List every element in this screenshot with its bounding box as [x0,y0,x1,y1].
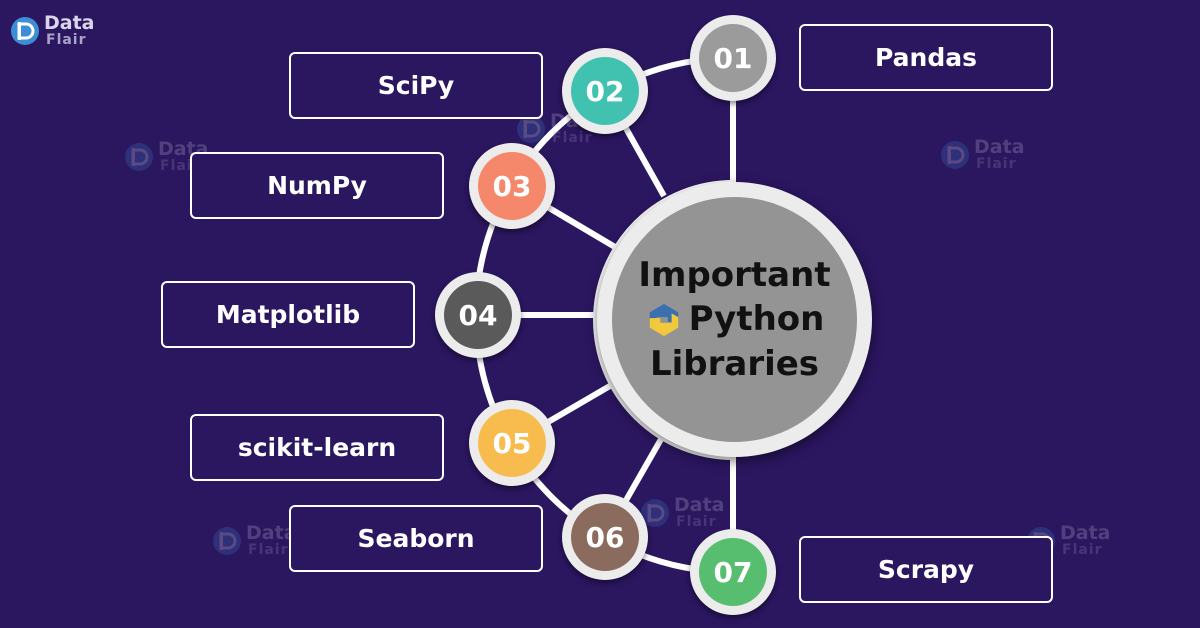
python-logo-icon [649,303,678,336]
title-line-2: Python [688,299,825,340]
watermark-line2: Flair [552,130,593,146]
watermark-line1: Data [1060,522,1111,544]
number-badge-02: 02 [562,48,648,134]
title-line-2-row: Python [645,297,825,341]
watermark-line1: Data [974,136,1025,158]
library-box-matplotlib: Matplotlib [161,281,415,348]
watermark-line2: Flair [160,158,201,174]
watermark-logo: Data Flair [640,496,725,529]
data-flair-logo-icon [641,498,669,527]
number-badge-07: 07 [690,529,776,615]
library-box-scipy: SciPy [289,52,543,119]
title-line-1: Important [638,255,831,296]
library-box-scrapy: Scrapy [799,536,1053,603]
number-badge-01: 01 [690,15,776,101]
number-label: 04 [444,281,512,349]
watermark-line2: Flair [676,514,717,530]
watermark-logo: Data Flair [212,524,297,557]
watermark-line2: Flair [976,156,1017,172]
watermark-line1: Data [674,494,725,516]
watermark-line2: Flair [1062,542,1103,558]
data-flair-logo-icon [517,114,545,143]
library-box-scikit-learn: scikit-learn [190,414,444,481]
title-hub: Important Python Libraries [597,182,872,457]
data-flair-logo-icon [125,142,153,171]
library-box-numpy: NumPy [190,152,444,219]
title-hub-inner: Important Python Libraries [612,197,857,442]
number-label: 06 [571,503,639,571]
number-badge-06: 06 [562,494,648,580]
number-badge-04: 04 [435,272,521,358]
title-line-3: Libraries [649,343,820,384]
watermark-logo: Data Flair [516,112,601,145]
number-badge-03: 03 [469,143,555,229]
data-flair-logo-icon [11,16,39,45]
number-label: 03 [478,152,546,220]
data-flair-logo-icon [941,140,969,169]
watermark-line2: Flair [248,542,289,558]
number-label: 01 [699,24,767,92]
watermark-line1: Data [246,522,297,544]
library-box-pandas: Pandas [799,24,1053,91]
number-label: 02 [571,57,639,125]
number-label: 07 [699,538,767,606]
number-badge-05: 05 [469,400,555,486]
watermark-logo: Data Flair [940,138,1025,171]
brand-name-line2: Flair [46,32,87,48]
data-flair-logo-icon [213,526,241,555]
number-label: 05 [478,409,546,477]
library-box-seaborn: Seaborn [289,505,543,572]
brand-logo[interactable]: Data Flair [10,14,95,47]
brand-name-line1: Data [44,12,95,34]
